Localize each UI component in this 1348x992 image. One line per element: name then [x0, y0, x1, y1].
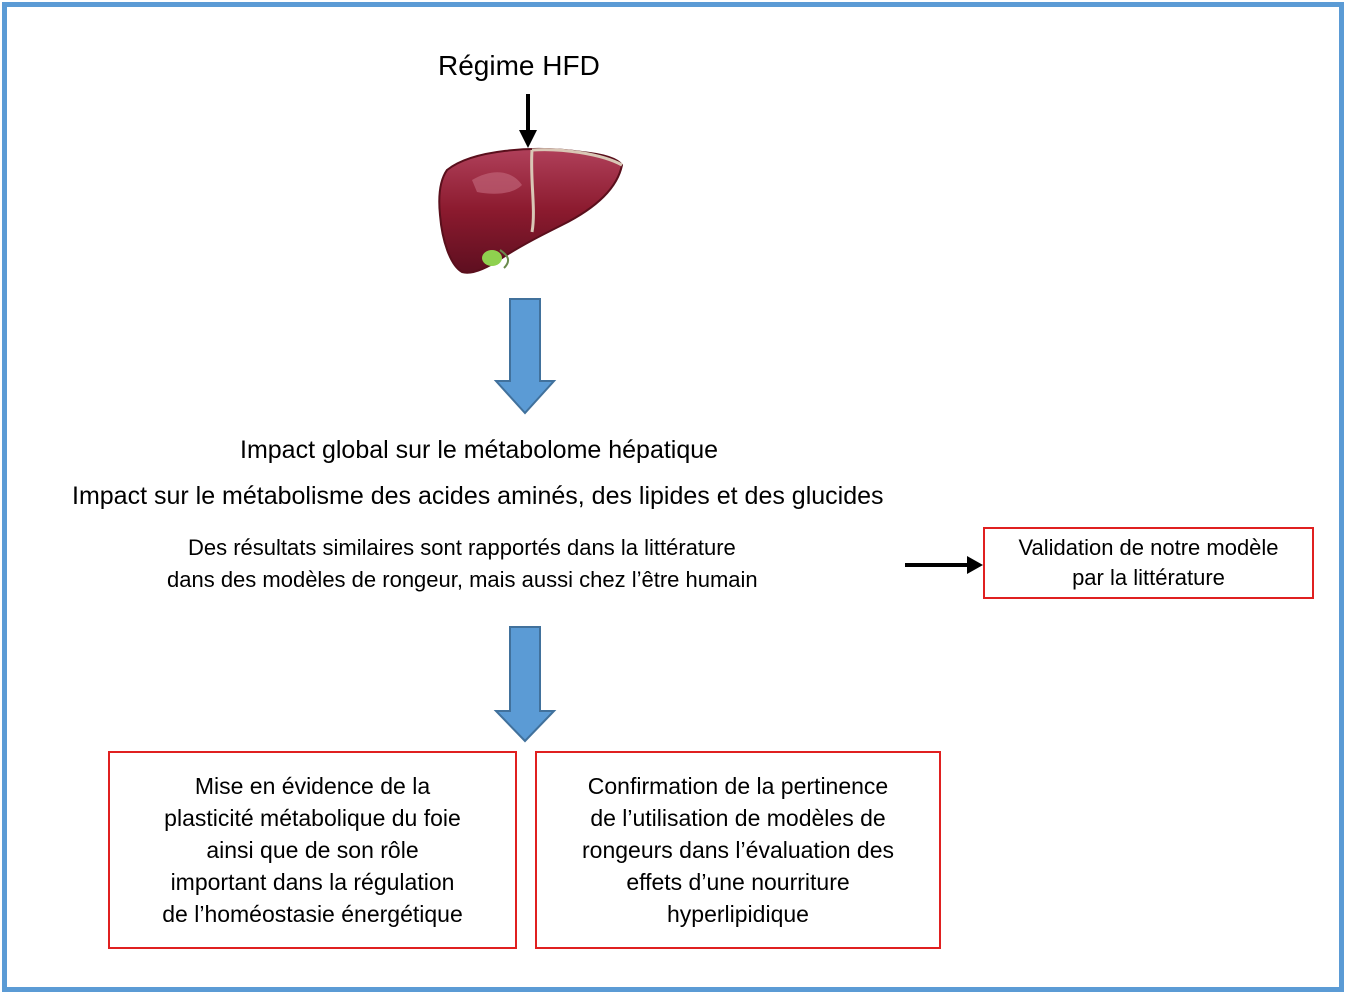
impact-global-text: Impact global sur le métabolome hépatiqu… — [240, 436, 719, 464]
block-arrow-1 — [493, 298, 557, 415]
conclusion-left-text: Mise en évidence de la plasticité métabo… — [162, 773, 463, 927]
conclusion-box-right: Confirmation de la pertinence de l’utili… — [535, 751, 941, 949]
results-text-line1: Des résultats similaires sont rapportés … — [188, 535, 736, 560]
block-arrow-2 — [493, 626, 557, 743]
diet-label: Régime HFD — [438, 50, 600, 81]
impact-metabolism-text: Impact sur le métabolisme des acides ami… — [72, 482, 884, 510]
validation-text: Validation de notre modèle par la littér… — [1018, 535, 1279, 590]
conclusion-right-text: Confirmation de la pertinence de l’utili… — [582, 773, 894, 927]
conclusion-box-left: Mise en évidence de la plasticité métabo… — [108, 751, 517, 949]
liver-illustration — [438, 148, 624, 274]
results-text-line2: dans des modèles de rongeur, mais aussi … — [167, 567, 758, 592]
validation-box: Validation de notre modèle par la littér… — [983, 527, 1314, 599]
arrow-down-icon — [519, 94, 537, 148]
arrow-right-icon — [905, 556, 983, 574]
